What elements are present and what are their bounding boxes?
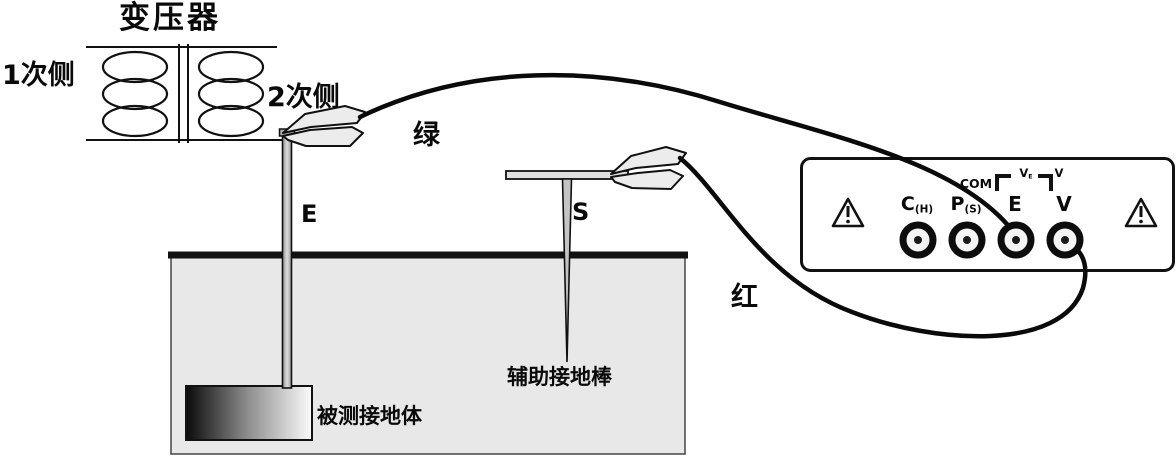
warning-icon-right: [1124, 197, 1158, 228]
terminal-label-v: V: [1056, 192, 1072, 216]
terminal-label-ps: P(S): [950, 193, 982, 216]
electrode-label: E: [301, 200, 318, 228]
terminal-jacks: [899, 221, 1084, 259]
earth-electrode-rod: [281, 133, 293, 389]
terminal-ps: [948, 221, 986, 259]
aux-spike-bar: [505, 170, 629, 180]
measured-ground-body: [185, 385, 313, 441]
transformer-title: 变压器: [119, 0, 221, 36]
terminal-ch: [899, 221, 937, 259]
green-wire-label: 绿: [413, 120, 440, 151]
v-small-label: V: [1054, 166, 1064, 180]
com-label: COM: [959, 176, 993, 191]
green-wire: [357, 72, 1018, 237]
terminal-label-ch: C(H): [900, 193, 934, 216]
spike-label: S: [572, 198, 590, 226]
ground-body-label: 被测接地体: [317, 404, 422, 428]
primary-coil: [101, 50, 169, 84]
secondary-coil: [197, 50, 265, 84]
ve-label: VE: [1019, 166, 1033, 181]
alligator-clip-green: [282, 105, 366, 147]
alligator-clip-red: [610, 146, 687, 190]
transformer-symbol: [86, 44, 288, 143]
warning-icon-left: [831, 197, 865, 228]
red-wire: [677, 155, 1088, 339]
primary-side-label: 1次侧: [2, 60, 75, 91]
red-wire-label: 红: [731, 282, 758, 313]
v-bracket: [1038, 174, 1053, 191]
aux-rod-label: 辅助接地棒: [507, 365, 612, 389]
aux-spike-needle: [561, 178, 573, 363]
terminal-e: [997, 221, 1035, 259]
secondary-side-label: 2次侧: [267, 82, 340, 113]
terminal-v: [1046, 221, 1084, 259]
com-bracket: [995, 174, 1011, 191]
terminal-label-e: E: [1008, 192, 1022, 216]
